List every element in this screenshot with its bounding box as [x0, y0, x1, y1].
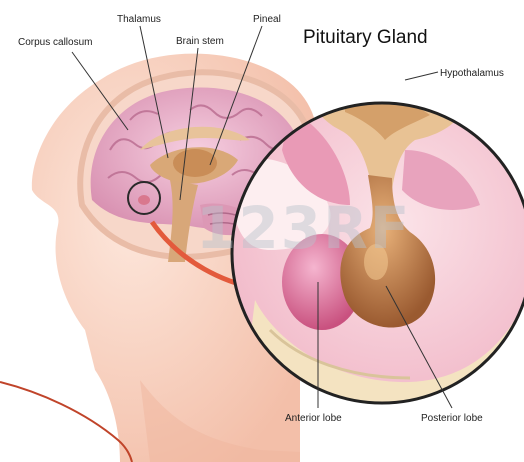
- label-anterior-lobe: Anterior lobe: [285, 413, 342, 424]
- label-thalamus: Thalamus: [117, 14, 161, 25]
- label-hypothalamus: Hypothalamus: [440, 68, 504, 79]
- label-brain-stem: Brain stem: [176, 36, 224, 47]
- label-posterior-lobe: Posterior lobe: [421, 413, 483, 424]
- watermark: 123RF: [196, 194, 411, 262]
- label-corpus-callosum: Corpus callosum: [18, 37, 92, 48]
- label-pineal: Pineal: [253, 14, 281, 25]
- diagram-title: Pituitary Gland: [303, 27, 428, 48]
